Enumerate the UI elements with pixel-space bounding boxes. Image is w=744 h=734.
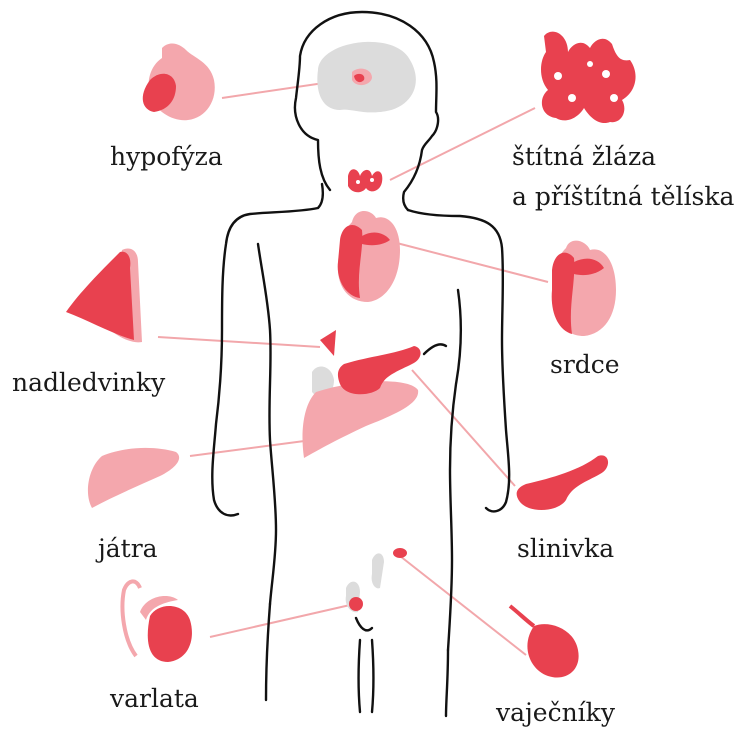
line-varlata [210, 605, 350, 637]
line-vajecniky [400, 556, 526, 655]
vas-deferens [123, 581, 141, 656]
inner-heart-dark [338, 225, 363, 298]
inner-adrenal [320, 330, 336, 356]
label-pristitna-teliska: a příštítná tělíska [512, 182, 734, 212]
pancreas-shape [517, 455, 608, 510]
left-leg [266, 604, 270, 700]
inner-leg-right [372, 640, 374, 712]
right-leg [446, 650, 448, 716]
inner-gray-lower-right [372, 553, 384, 588]
inner-thyroid-shape [348, 169, 382, 192]
label-nadledvinky: nadledvinky [12, 368, 165, 398]
label-slinivka: slinivka [517, 534, 614, 564]
rib-right [424, 344, 446, 354]
liver-illustration [88, 448, 179, 508]
label-vajecniky: vaječníky [496, 698, 615, 728]
pancreas-illustration [517, 455, 608, 510]
ovary-shape [527, 624, 578, 677]
line-nadledvinky [158, 337, 320, 347]
heart-illustration [552, 241, 616, 336]
label-srdce: srdce [550, 350, 620, 380]
crotch [356, 618, 372, 630]
inner-leg-left [359, 640, 361, 712]
body-organs [303, 42, 421, 612]
inner-testis [349, 597, 363, 611]
left-inner-arm [258, 244, 276, 604]
right-inner-arm [448, 290, 461, 650]
left-neck-shoulder [212, 184, 322, 515]
heart-dark [552, 253, 575, 334]
line-slinivka [412, 370, 515, 486]
testis-shape [148, 606, 192, 662]
ovary-illustration [510, 606, 579, 678]
inner-ovary [393, 548, 407, 558]
pituitary-illustration [143, 44, 215, 121]
testis-illustration [123, 581, 192, 662]
label-stitna-zlaza: štítná žláza [512, 142, 656, 172]
label-jatra: játra [98, 534, 158, 564]
label-hypofyza: hypofýza [110, 142, 223, 172]
liver-shape [88, 448, 179, 508]
line-jatra [190, 440, 312, 456]
line-srdce [385, 240, 548, 282]
adrenal-illustration [66, 249, 142, 343]
fallopian-tube [510, 606, 534, 626]
label-varlata: varlata [110, 684, 199, 714]
adrenal-dark [66, 252, 134, 340]
thyroid-illustration [541, 32, 636, 123]
